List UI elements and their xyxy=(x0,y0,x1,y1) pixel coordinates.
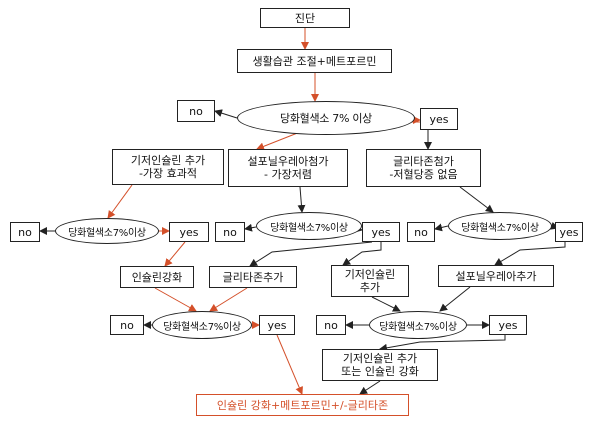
node-diagnosis: 진단 xyxy=(260,8,350,28)
node-q3a-no: no xyxy=(110,315,144,335)
arrow-insulin-q3a xyxy=(154,287,197,312)
node-q2b-no: no xyxy=(215,222,245,242)
arrow-sulf-q3b xyxy=(439,286,471,312)
node-q2a-no: no xyxy=(10,222,40,242)
decision-q1: 당화혈색소 7% 이상 xyxy=(237,101,415,135)
node-q1-no: no xyxy=(177,100,215,122)
node-final: 인슐린 강화+메트포르민+/-글리타존 xyxy=(196,394,409,416)
arrow-sulf-q2b xyxy=(297,186,306,213)
node-add-sulfonylurea: 설포닐우레아추가 xyxy=(438,265,554,287)
decision-q2a: 당화혈색소7%이상 xyxy=(55,218,159,244)
decision-q3a: 당화혈색소7%이상 xyxy=(152,311,252,339)
arrow-q2b-yes-glitazone xyxy=(249,241,373,267)
node-q2c-no: no xyxy=(407,222,435,242)
node-q2b-yes: yes xyxy=(362,222,400,242)
node-q3b-no: no xyxy=(316,315,346,335)
arrow-q2a-yes-insulin xyxy=(164,241,186,267)
arrow-glit-q2c xyxy=(459,186,494,213)
arrow-q1-no xyxy=(214,109,238,119)
node-q1-yes: yes xyxy=(420,108,458,130)
arrow-glitazone-q3a xyxy=(209,287,248,312)
node-insulin-or: 기저인슐린 추가 또는 인슐린 강화 xyxy=(322,349,438,381)
node-glitazone: 글리타존첨가 -저혈당증 없음 xyxy=(366,149,481,187)
arrow-q2c-yes-sulf xyxy=(494,242,566,266)
arrow-q2b-no xyxy=(244,223,257,232)
node-q3b-yes: yes xyxy=(489,315,527,335)
arrow-insulinor-final xyxy=(359,380,381,395)
arrow-q3a-yes-final xyxy=(276,334,303,395)
arrow-q3b-yes-insulinor xyxy=(379,335,506,352)
node-q2c-yes: yes xyxy=(555,222,583,242)
decision-q3b: 당화혈색소7%이상 xyxy=(369,311,467,339)
node-lifestyle: 생활습관 조절+메트포르민 xyxy=(237,49,392,73)
node-intensify-insulin: 인슐린강화 xyxy=(120,266,194,288)
arrow-insulin-q2a xyxy=(107,184,133,219)
node-basal-insulin: 기저인슐린 추가 -가장 효과적 xyxy=(112,149,224,185)
node-add-glitazone: 글리타존추가 xyxy=(209,266,297,288)
decision-q2c: 당화혈색소7%이상 xyxy=(448,212,552,240)
arrow-q2b-yes-basal xyxy=(342,242,382,266)
node-q2a-yes: yes xyxy=(169,222,209,242)
decision-q2b: 당화혈색소7%이상 xyxy=(256,212,362,240)
arrow-q2c-no xyxy=(434,223,449,232)
node-q3a-yes: yes xyxy=(259,315,295,335)
node-add-basal-insulin: 기저인슐린 추가 xyxy=(331,265,409,297)
node-sulfonylurea: 설포닐우레아첨가 - 가장저렴 xyxy=(228,149,348,187)
arrow-basal-q3b xyxy=(371,296,401,312)
